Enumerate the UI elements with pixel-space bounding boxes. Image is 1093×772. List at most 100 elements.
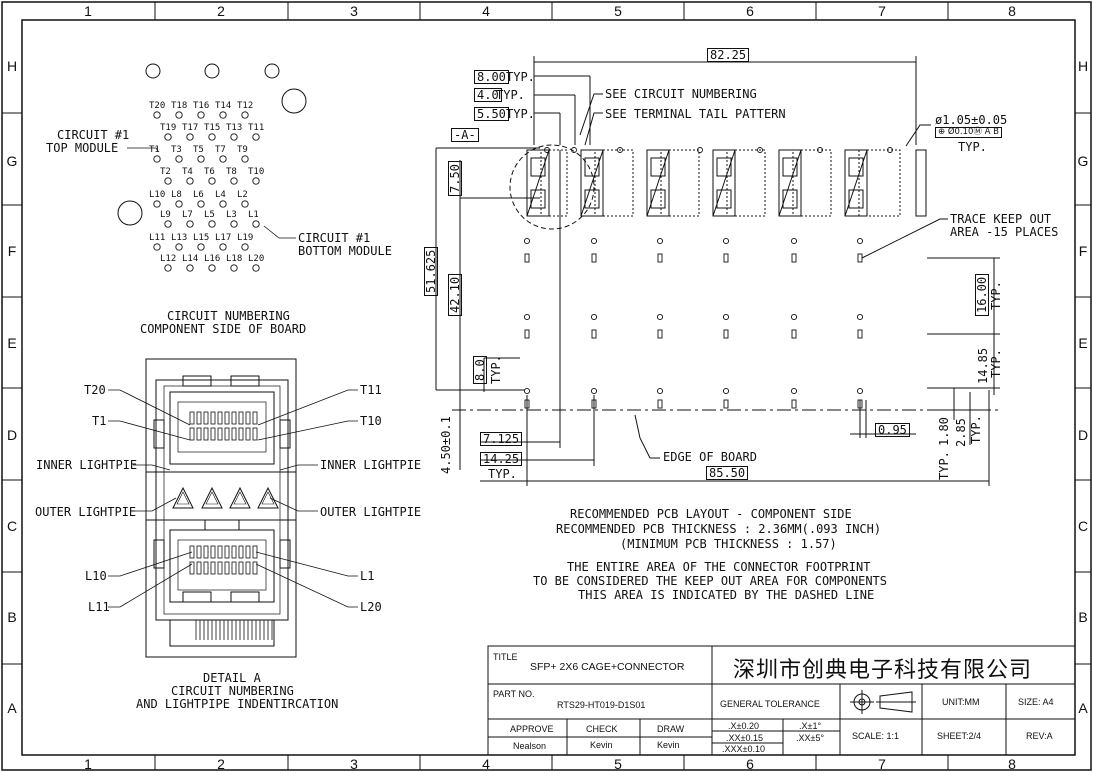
pin-hole bbox=[186, 177, 194, 185]
pin-hole bbox=[252, 177, 260, 185]
zone-row-b-right: B bbox=[1078, 609, 1088, 625]
pin-label: T14 bbox=[215, 101, 232, 111]
circuit-bottom-label-2: BOTTOM MODULE bbox=[298, 244, 392, 258]
pin-hole bbox=[252, 133, 260, 141]
dim-42-10: 42.10 bbox=[448, 273, 462, 316]
dim-1-80-typ: TYP. bbox=[937, 451, 951, 480]
module-pad bbox=[530, 157, 546, 177]
contact-pin bbox=[224, 411, 230, 425]
dim-82-25: 82.25 bbox=[707, 48, 750, 62]
detail-label-l20: L20 bbox=[360, 600, 382, 614]
pin-label: L15 bbox=[193, 233, 210, 243]
tb-check: CHECK bbox=[586, 724, 618, 734]
datum-a: -A- bbox=[451, 128, 479, 142]
pin-label: T13 bbox=[226, 123, 243, 133]
note-1: RECOMMENDED PCB LAYOUT - COMPONENT SIDE bbox=[570, 507, 852, 521]
tb-part-label: PART NO. bbox=[493, 689, 535, 699]
zone-col-2-bottom: 2 bbox=[217, 756, 225, 772]
mounting-hole bbox=[523, 237, 531, 245]
trace-keepout bbox=[857, 329, 863, 339]
dim-8-0: 8.0 bbox=[473, 356, 487, 384]
note-6: THIS AREA IS INDICATED BY THE DASHED LIN… bbox=[578, 588, 875, 602]
pin-hole bbox=[186, 220, 194, 228]
contact-pin bbox=[196, 561, 202, 575]
pin-hole bbox=[241, 155, 249, 163]
pin-hole bbox=[208, 264, 216, 272]
tb-sheet: SHEET:2/4 bbox=[937, 731, 982, 741]
detail-label-t20: T20 bbox=[84, 383, 106, 397]
keepout-pattern bbox=[540, 149, 568, 217]
hatch bbox=[844, 149, 868, 217]
trace-keepout bbox=[857, 253, 863, 263]
detail-label-outer-left: OUTER LIGHTPIE bbox=[35, 505, 137, 519]
pin-label: T15 bbox=[204, 123, 221, 133]
pin-label: T1 bbox=[149, 145, 160, 155]
zone-col-6: 6 bbox=[746, 3, 754, 19]
dim-16-00: 16.00 bbox=[975, 273, 989, 316]
contact-pin bbox=[245, 411, 251, 425]
module-pad bbox=[650, 157, 666, 177]
dim-51-625: 51.625 bbox=[424, 246, 438, 296]
detail-label-t11: T11 bbox=[360, 383, 382, 397]
dim-8-0-typ: TYP. bbox=[489, 355, 503, 384]
pin-label: L5 bbox=[204, 210, 215, 220]
keepout-pattern bbox=[726, 149, 766, 217]
pin-hole bbox=[230, 177, 238, 185]
contact-pin bbox=[210, 545, 216, 559]
connector-module bbox=[526, 149, 550, 217]
contact-pin bbox=[231, 561, 237, 575]
zone-row-e-right: E bbox=[1078, 335, 1088, 351]
contact-pin bbox=[203, 561, 209, 575]
keepout-pattern bbox=[858, 149, 901, 217]
zone-col-8-bottom: 8 bbox=[1008, 756, 1016, 772]
keepout-pattern bbox=[792, 149, 832, 217]
pin-hole bbox=[197, 111, 205, 119]
contact-pin bbox=[196, 545, 202, 559]
connector-module bbox=[712, 149, 736, 217]
top-hole bbox=[887, 147, 893, 153]
pin-hole bbox=[208, 177, 216, 185]
top-hole bbox=[544, 147, 550, 153]
dim-4-0-typ: TYP. bbox=[496, 88, 525, 102]
connector-module bbox=[844, 149, 868, 217]
zone-col-3: 3 bbox=[350, 3, 358, 19]
pin-label: L10 bbox=[149, 190, 166, 200]
keepout-pattern bbox=[660, 149, 700, 217]
pin-hole bbox=[164, 264, 172, 272]
circuit-caption-2: COMPONENT SIDE OF BOARD bbox=[140, 322, 307, 336]
dim-85-50: 85.50 bbox=[706, 466, 749, 480]
zone-row-f-right: F bbox=[1078, 243, 1088, 259]
pin-label: T20 bbox=[149, 101, 166, 111]
pin-label: L17 bbox=[215, 233, 232, 243]
dim-14-85-typ: TYP. bbox=[989, 349, 1003, 378]
zone-row-g: G bbox=[6, 153, 18, 169]
circuit-top-label-2: TOP MODULE bbox=[46, 141, 119, 155]
pin-hole bbox=[252, 220, 260, 228]
mounting-hole bbox=[790, 313, 798, 321]
tb-title: SFP+ 2X6 CAGE+CONNECTOR bbox=[530, 661, 685, 673]
dim-5-50-typ: TYP. bbox=[506, 107, 535, 121]
pin-label: L11 bbox=[149, 233, 166, 243]
contact-pin bbox=[252, 561, 258, 575]
detail-caption-3: AND LIGHTPIPE INDENTIRCATION bbox=[136, 697, 339, 711]
tb-company: 深圳市创典电子科技有限公司 bbox=[733, 658, 1033, 683]
note-3: (MINIMUM PCB THICKNESS : 1.57) bbox=[620, 537, 837, 551]
detail-label-l11: L11 bbox=[88, 600, 110, 614]
connector-module bbox=[646, 149, 670, 217]
mounting-hole bbox=[656, 313, 664, 321]
pin-hole bbox=[208, 220, 216, 228]
note-edge-of-board: EDGE OF BOARD bbox=[663, 450, 757, 464]
dim-14-25-typ: TYP. bbox=[488, 467, 517, 481]
note-hole-dia: ø1.05±0.05 bbox=[935, 113, 1008, 127]
pin-hole bbox=[175, 111, 183, 119]
contact-pin bbox=[217, 411, 223, 425]
dim-4-50: 4.50±0.1 bbox=[439, 416, 453, 474]
module-pad bbox=[716, 157, 732, 177]
contact-pin bbox=[189, 411, 195, 425]
dim-14-85: 14.85 bbox=[976, 347, 990, 384]
tb-check-name: Kevin bbox=[590, 740, 613, 750]
contact-pin bbox=[224, 561, 230, 575]
zone-row-a: A bbox=[7, 700, 17, 716]
contact-pin bbox=[196, 427, 202, 441]
pin-label: T17 bbox=[182, 123, 199, 133]
